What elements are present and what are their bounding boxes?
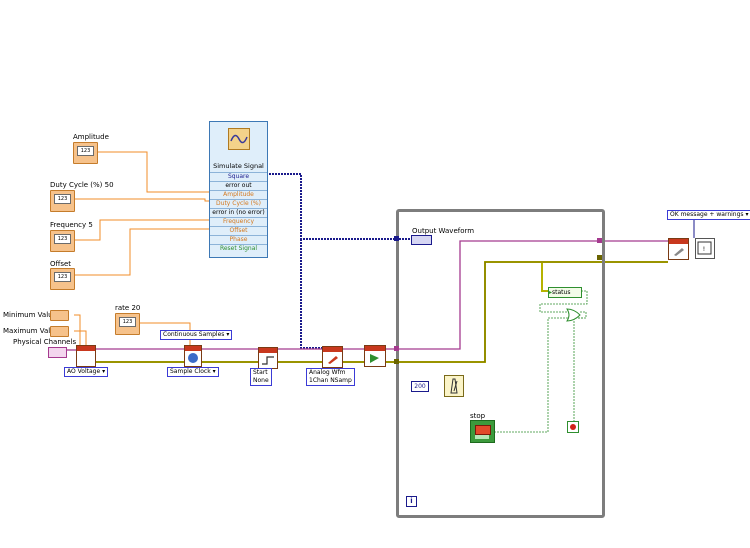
loop-condition-terminal[interactable] xyxy=(567,421,579,433)
write-pencil-icon xyxy=(328,356,338,364)
simulate-signal-icon xyxy=(228,128,250,150)
start-trigger-ring[interactable]: Start None xyxy=(250,368,272,386)
or-gate-icon[interactable] xyxy=(566,307,582,323)
row-square[interactable]: Square xyxy=(210,172,267,181)
row-amplitude[interactable]: Amplitude xyxy=(210,190,267,199)
maximum-value-label: Maximum Value xyxy=(3,327,59,335)
row-reset-signal[interactable]: Reset Signal xyxy=(210,244,267,253)
while-loop xyxy=(396,209,605,518)
daqmx-write-vi[interactable] xyxy=(322,346,343,368)
maximum-value-terminal[interactable] xyxy=(50,326,69,337)
svg-text:!: ! xyxy=(703,246,705,253)
play-icon xyxy=(370,354,379,363)
daqmx-header xyxy=(323,347,342,352)
continuous-samples-text: Continuous Samples xyxy=(163,331,225,338)
daqmx-header xyxy=(669,239,688,244)
output-waveform-terminal[interactable] xyxy=(411,235,432,245)
simulate-signal-title: Simulate Signal xyxy=(213,162,264,170)
minimum-value-label: Minimum Value xyxy=(3,311,57,319)
chevron-down-icon: ▾ xyxy=(745,211,749,218)
row-frequency[interactable]: Frequency xyxy=(210,217,267,226)
rate-label: rate 20 xyxy=(115,304,141,312)
clock-icon xyxy=(188,353,198,363)
duty-cycle-label: Duty Cycle (%) 50 xyxy=(50,181,114,189)
daqmx-header xyxy=(365,346,385,351)
offset-label: Offset xyxy=(50,260,72,268)
error-wire-core xyxy=(94,261,668,363)
nchan-text: 1Chan NSamp xyxy=(309,377,352,384)
minimum-value-terminal[interactable] xyxy=(50,310,69,321)
unbundle-status[interactable]: ▸status xyxy=(548,287,582,298)
row-error-out[interactable]: error out xyxy=(210,181,267,190)
sample-clock-text: Sample Clock xyxy=(170,368,211,375)
loop-tunnel-waveform xyxy=(394,236,399,241)
start-text: Start xyxy=(253,369,268,376)
metronome-icon xyxy=(450,378,458,394)
stop-button-icon xyxy=(475,425,491,435)
sine-wave-icon xyxy=(230,134,248,144)
offset-terminal[interactable]: 123 xyxy=(50,268,75,290)
dbl-indicator: 123 xyxy=(119,317,136,327)
continuous-samples-ring[interactable]: Continuous Samples ▾ xyxy=(160,330,233,340)
const-200[interactable]: 200 xyxy=(411,381,429,392)
output-waveform-label: Output Waveform xyxy=(412,227,475,235)
amplitude-terminal[interactable]: 123 xyxy=(73,142,98,164)
ao-voltage-text: AO Voltage xyxy=(67,368,101,375)
row-error-in[interactable]: error in (no error) xyxy=(210,208,267,217)
rate-terminal[interactable]: 123 xyxy=(115,313,140,335)
analog-wfm-ring[interactable]: Analog Wfm 1Chan NSamp xyxy=(306,368,355,386)
loop-tunnel-task-in xyxy=(394,346,399,351)
none-text: None xyxy=(253,377,269,384)
simulate-signal-rows: Square error out Amplitude Duty Cycle (%… xyxy=(210,172,267,253)
chevron-down-icon: ▾ xyxy=(212,368,216,375)
stop-terminal[interactable] xyxy=(470,420,495,443)
numeric-wires xyxy=(74,151,210,345)
physical-channels-label: Physical Channels xyxy=(13,338,77,346)
daqmx-create-channel-vi[interactable] xyxy=(76,345,96,367)
daqmx-clear-task-vi[interactable] xyxy=(668,238,689,260)
row-offset[interactable]: Offset xyxy=(210,226,267,235)
dbl-indicator: 123 xyxy=(54,272,71,282)
wait-ms-function[interactable] xyxy=(444,375,464,397)
analog-wfm-text: Analog Wfm xyxy=(309,369,346,376)
duty-cycle-terminal[interactable]: 123 xyxy=(50,190,75,212)
daqmx-header xyxy=(185,346,201,351)
error-dialog-icon: ! xyxy=(697,241,712,255)
chevron-down-icon: ▾ xyxy=(226,331,230,338)
arrow-right-icon: ▸ xyxy=(549,289,553,296)
status-text: status xyxy=(552,289,571,296)
simple-error-handler-vi[interactable]: ! xyxy=(695,238,715,259)
row-phase[interactable]: Phase xyxy=(210,235,267,244)
daqmx-header xyxy=(77,346,95,351)
amplitude-label: Amplitude xyxy=(73,133,109,141)
stop-sign-icon xyxy=(570,424,576,430)
waveform-wires xyxy=(266,173,412,349)
ao-voltage-ring[interactable]: AO Voltage ▾ xyxy=(64,367,109,377)
row-duty-cycle[interactable]: Duty Cycle (%) xyxy=(210,199,267,208)
trigger-icon xyxy=(262,356,274,365)
stop-label: stop xyxy=(470,412,486,420)
daqmx-timing-vi[interactable] xyxy=(184,345,202,367)
eraser-icon xyxy=(674,248,684,256)
physical-channels-terminal[interactable] xyxy=(48,347,67,358)
tf-indicator xyxy=(475,435,489,439)
frequency-terminal[interactable]: 123 xyxy=(50,230,75,252)
ok-message-ring[interactable]: OK message + warnings ▾ xyxy=(667,210,750,220)
simulate-signal-express-vi[interactable]: Simulate Signal Square error out Amplitu… xyxy=(209,121,268,258)
frequency-label: Frequency 5 xyxy=(50,221,93,229)
sample-clock-ring[interactable]: Sample Clock ▾ xyxy=(167,367,219,377)
iteration-terminal: i xyxy=(406,496,417,507)
loop-tunnel-task-out xyxy=(597,238,602,243)
daqmx-header xyxy=(259,348,277,353)
daqmx-start-task-vi[interactable] xyxy=(364,345,386,367)
loop-tunnel-error-in xyxy=(394,359,399,364)
ok-message-text: OK message + warnings xyxy=(670,211,744,218)
chevron-down-icon: ▾ xyxy=(102,368,106,375)
daqmx-trigger-vi[interactable] xyxy=(258,347,278,369)
dbl-indicator: 123 xyxy=(54,194,71,204)
dbl-indicator: 123 xyxy=(54,234,71,244)
dbl-indicator: 123 xyxy=(77,146,94,156)
loop-tunnel-error-out xyxy=(597,255,602,260)
